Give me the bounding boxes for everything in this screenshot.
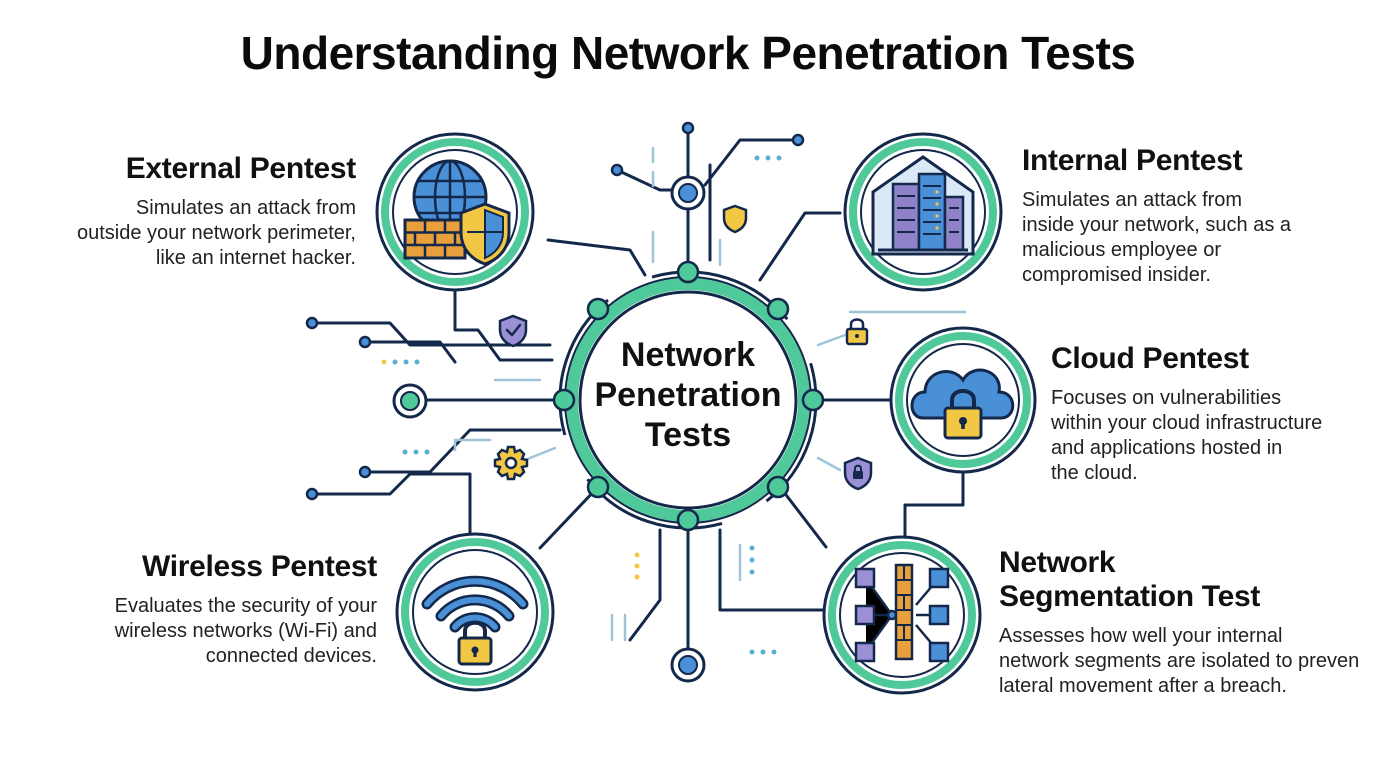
firewall-wall-icon (894, 563, 914, 661)
dot-accents (381, 155, 782, 655)
endpoint-nodes (305, 121, 805, 683)
segmentation-test-description: Assesses how well your internal network … (999, 625, 1360, 697)
network-nodes-icon (854, 563, 950, 663)
center-line-1: Network (620, 336, 756, 374)
trace-top-left (615, 168, 674, 192)
internal-pentest-block: Internal Pentest Simulates an attack fro… (1022, 144, 1362, 288)
trace-left-1 (310, 321, 552, 347)
hub-node-top (670, 175, 706, 211)
trace-external-center (546, 238, 647, 277)
external-pentest-description: Simulates an attack from outside your ne… (76, 197, 356, 269)
shield-icon (459, 202, 511, 266)
cloud-icon (910, 368, 1015, 420)
center-line-3: Tests (644, 416, 732, 454)
external-pentest-heading: External Pentest (125, 152, 357, 185)
cloud-pentest-block: Cloud Pentest Focuses on vulnerabilities… (1051, 342, 1371, 486)
segmentation-test-heading: Network Segmentation Test (999, 546, 1261, 613)
internal-pentest-icon (843, 132, 1003, 292)
small-lock-icon (845, 318, 869, 346)
wifi-icon (421, 575, 529, 633)
small-gear-icon (493, 445, 529, 481)
trace-top-right (703, 138, 800, 187)
external-pentest-block: External Pentest Simulates an attack fro… (40, 152, 356, 271)
wireless-pentest-heading: Wireless Pentest (141, 550, 377, 583)
segmentation-test-block: Network Segmentation Test Assesses how w… (999, 546, 1375, 699)
wireless-pentest-icon (395, 532, 555, 692)
hub-node-left (392, 383, 428, 419)
internal-pentest-heading: Internal Pentest (1022, 144, 1243, 177)
cloud-pentest-heading: Cloud Pentest (1051, 342, 1249, 375)
trace-left-2 (363, 340, 457, 364)
internal-pentest-description: Simulates an attack from inside your net… (1022, 189, 1292, 286)
ring-nodes (552, 260, 825, 532)
trace-wireless-2 (628, 528, 662, 642)
trace-left-4 (363, 428, 562, 474)
server-rack-icon (878, 172, 968, 252)
lock-icon (943, 389, 983, 440)
central-hub (552, 260, 825, 532)
small-shield-yellow-icon (722, 204, 748, 234)
trace-wireless (538, 485, 600, 550)
trace-left-3 (310, 472, 472, 542)
center-line-2: Penetration (594, 376, 782, 414)
wireless-pentest-description: Evaluates the security of your wireless … (114, 595, 377, 667)
external-pentest-icon (375, 132, 535, 292)
lock-icon (457, 620, 493, 666)
small-shield-lock-icon (843, 456, 873, 491)
trace-segmentation-2 (718, 528, 827, 612)
trace-cloud-down (903, 472, 965, 547)
page-title: Understanding Network Penetration Tests (240, 27, 1136, 79)
cloud-pentest-description: Focuses on vulnerabilities within your c… (1051, 387, 1323, 484)
circuit-traces (310, 126, 965, 652)
wireless-pentest-block: Wireless Pentest Evaluates the security … (40, 550, 378, 669)
firewall-icon (403, 218, 467, 260)
small-shield-check-icon (498, 314, 528, 348)
cloud-pentest-icon (889, 326, 1037, 474)
segmentation-test-icon (822, 535, 982, 695)
trace-external-down (453, 288, 554, 362)
hub-node-bottom (670, 647, 706, 683)
center-hub-label: Network Penetration Tests (583, 335, 793, 455)
trace-segmentation (778, 485, 828, 549)
trace-internal (758, 211, 842, 282)
